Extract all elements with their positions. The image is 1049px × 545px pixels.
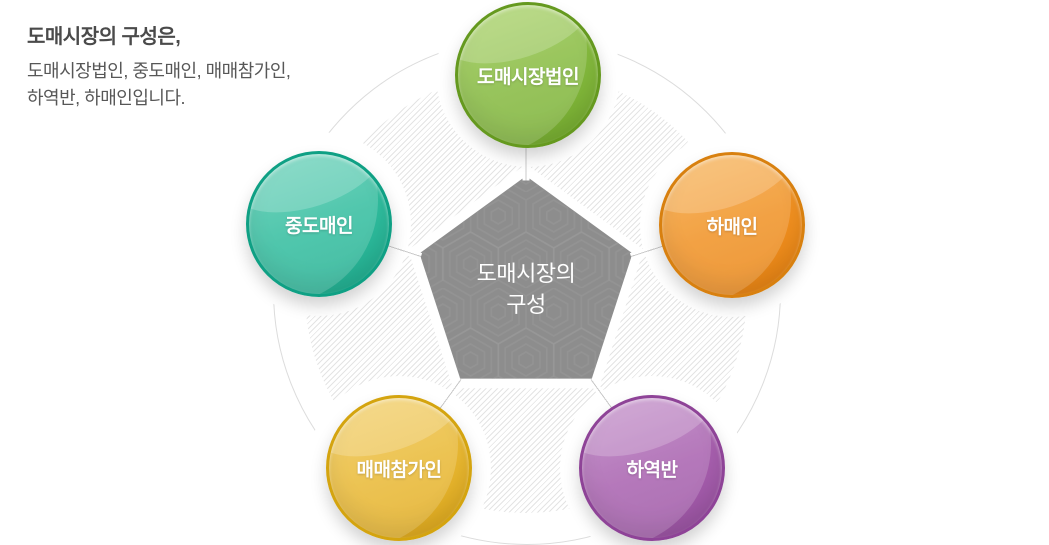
node-circle <box>326 395 472 541</box>
page-title: 도매시장의 구성은, <box>27 26 181 48</box>
node-wholesale-market-corporation: 도매시장법인 <box>455 2 601 148</box>
node-label: 도매시장법인 <box>477 66 579 88</box>
node-circle <box>455 2 601 148</box>
node-circle <box>659 152 805 298</box>
node-unloading-crew: 하역반 <box>579 395 725 541</box>
pentagon-label: 도매시장의 구성 <box>476 261 576 317</box>
pentagon-pattern <box>419 176 633 379</box>
node-label: 하매인 <box>706 216 758 238</box>
node-label: 중도매인 <box>285 215 353 237</box>
node-circle <box>579 395 725 541</box>
node-intermediary-wholesaler: 중도매인 <box>246 151 392 297</box>
node-label: 하역반 <box>626 459 678 481</box>
description-line-1: 도매시장법인, 중도매인, 매매참가인, <box>27 61 291 81</box>
node-sub-wholesaler: 하매인 <box>659 152 805 298</box>
pentagon <box>408 164 644 389</box>
node-circle <box>246 151 392 297</box>
page-description: 도매시장법인, 중도매인, 매매참가인, 하역반, 하매인입니다. <box>27 58 291 112</box>
node-label: 매매참가인 <box>356 459 442 481</box>
node-trade-participant: 매매참가인 <box>326 395 472 541</box>
description-line-2: 하역반, 하매인입니다. <box>27 88 186 108</box>
intro-block: 도매시장의 구성은, 도매시장법인, 중도매인, 매매참가인, 하역반, 하매인입… <box>27 20 291 112</box>
